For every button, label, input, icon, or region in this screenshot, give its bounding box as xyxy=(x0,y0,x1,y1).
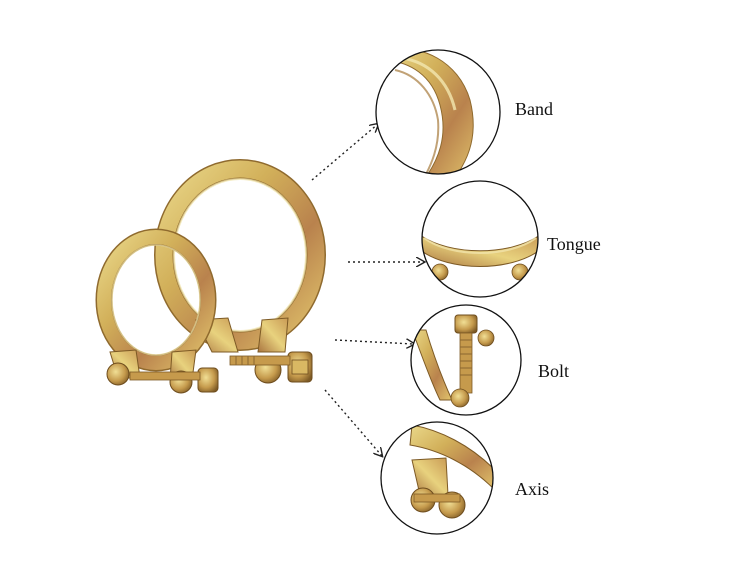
detail-circle-tongue xyxy=(421,180,539,298)
clamp-photo xyxy=(95,159,326,394)
arrow-bolt xyxy=(334,340,414,344)
label-tongue: Tongue xyxy=(547,234,601,254)
large-clamp xyxy=(154,159,326,384)
label-axis: Axis xyxy=(515,479,550,499)
label-band: Band xyxy=(515,99,553,119)
detail-circle-band xyxy=(375,49,501,175)
arrow-band xyxy=(311,124,378,181)
label-bolt: Bolt xyxy=(538,361,570,381)
detail-circle-bolt xyxy=(410,304,522,416)
detail-circle-axis xyxy=(380,421,494,535)
leader-arrows xyxy=(311,124,424,456)
small-clamp xyxy=(95,228,219,394)
arrow-axis xyxy=(324,389,382,456)
